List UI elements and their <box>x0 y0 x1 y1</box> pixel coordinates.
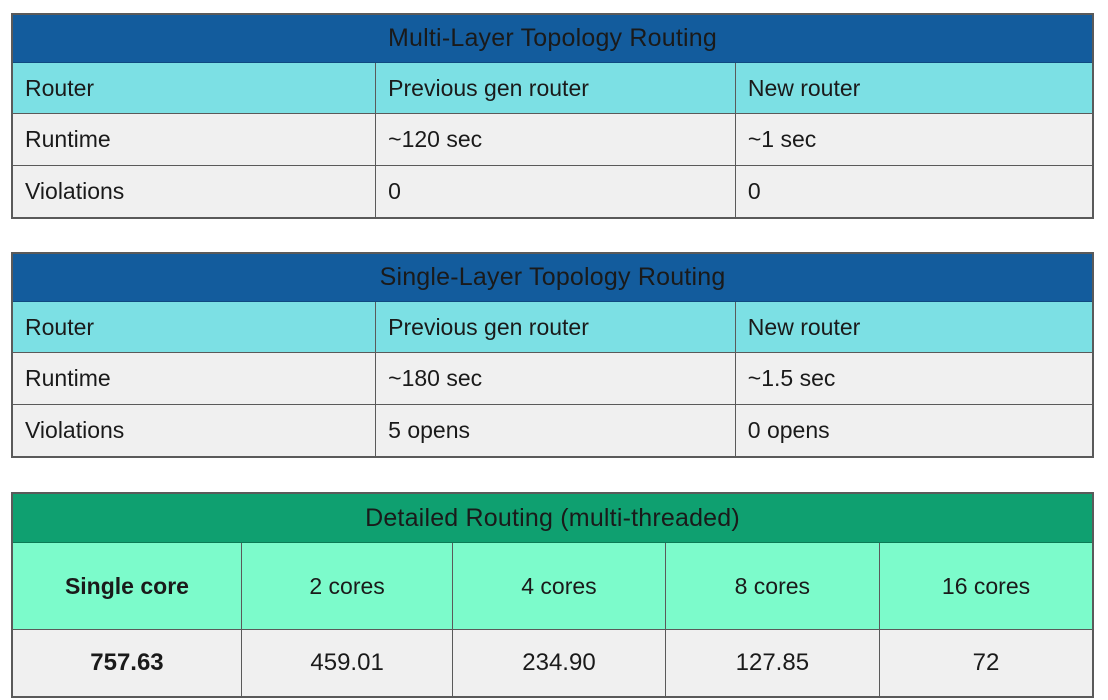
cell-runtime-16-cores: 72 <box>879 629 1094 698</box>
cell-runtime-new: ~1 sec <box>734 113 1094 166</box>
table-row: 757.63 459.01 234.90 127.85 72 <box>11 629 1094 698</box>
cell-violations-previous: 5 opens <box>375 404 736 458</box>
cell-runtime-previous: ~180 sec <box>375 352 736 405</box>
cell-runtime-8-cores: 127.85 <box>664 629 881 698</box>
table-header-row: Router Previous gen router New router <box>11 301 1094 353</box>
column-header-router: Router <box>11 62 377 114</box>
table-row: Violations 0 0 <box>11 165 1094 219</box>
table-title-row: Multi-Layer Topology Routing <box>11 13 1094 63</box>
column-header-8-cores: 8 cores <box>664 542 881 630</box>
row-label-runtime: Runtime <box>11 113 377 166</box>
column-header-single-core: Single core <box>11 542 242 630</box>
multi-layer-title: Multi-Layer Topology Routing <box>11 13 1094 63</box>
column-header-4-cores: 4 cores <box>452 542 666 630</box>
cell-runtime-4-cores: 234.90 <box>452 629 666 698</box>
column-header-previous: Previous gen router <box>375 62 736 114</box>
cell-runtime-single-core: 757.63 <box>11 629 242 698</box>
cell-violations-new: 0 <box>734 165 1094 219</box>
table-title-row: Single-Layer Topology Routing <box>11 252 1094 302</box>
cell-runtime-previous: ~120 sec <box>375 113 736 166</box>
cell-violations-new: 0 opens <box>734 404 1094 458</box>
table-header-row: Single core 2 cores 4 cores 8 cores 16 c… <box>11 542 1094 630</box>
table-row: Violations 5 opens 0 opens <box>11 404 1094 458</box>
cell-violations-previous: 0 <box>375 165 736 219</box>
row-label-violations: Violations <box>11 404 377 458</box>
cell-runtime-2-cores: 459.01 <box>240 629 454 698</box>
table-row: Runtime ~120 sec ~1 sec <box>11 113 1094 166</box>
row-label-runtime: Runtime <box>11 352 377 405</box>
table-title-row: Detailed Routing (multi-threaded) <box>11 492 1094 543</box>
cell-runtime-new: ~1.5 sec <box>734 352 1094 405</box>
detailed-routing-title: Detailed Routing (multi-threaded) <box>11 492 1094 543</box>
column-header-2-cores: 2 cores <box>240 542 454 630</box>
column-header-previous: Previous gen router <box>375 301 736 353</box>
row-label-violations: Violations <box>11 165 377 219</box>
column-header-new: New router <box>734 301 1094 353</box>
single-layer-topology-table: Single-Layer Topology Routing Router Pre… <box>11 252 1094 458</box>
column-header-new: New router <box>734 62 1094 114</box>
table-header-row: Router Previous gen router New router <box>11 62 1094 114</box>
column-header-router: Router <box>11 301 377 353</box>
single-layer-title: Single-Layer Topology Routing <box>11 252 1094 302</box>
table-row: Runtime ~180 sec ~1.5 sec <box>11 352 1094 405</box>
column-header-16-cores: 16 cores <box>879 542 1094 630</box>
detailed-routing-table: Detailed Routing (multi-threaded) Single… <box>11 492 1094 698</box>
multi-layer-topology-table: Multi-Layer Topology Routing Router Prev… <box>11 13 1094 219</box>
